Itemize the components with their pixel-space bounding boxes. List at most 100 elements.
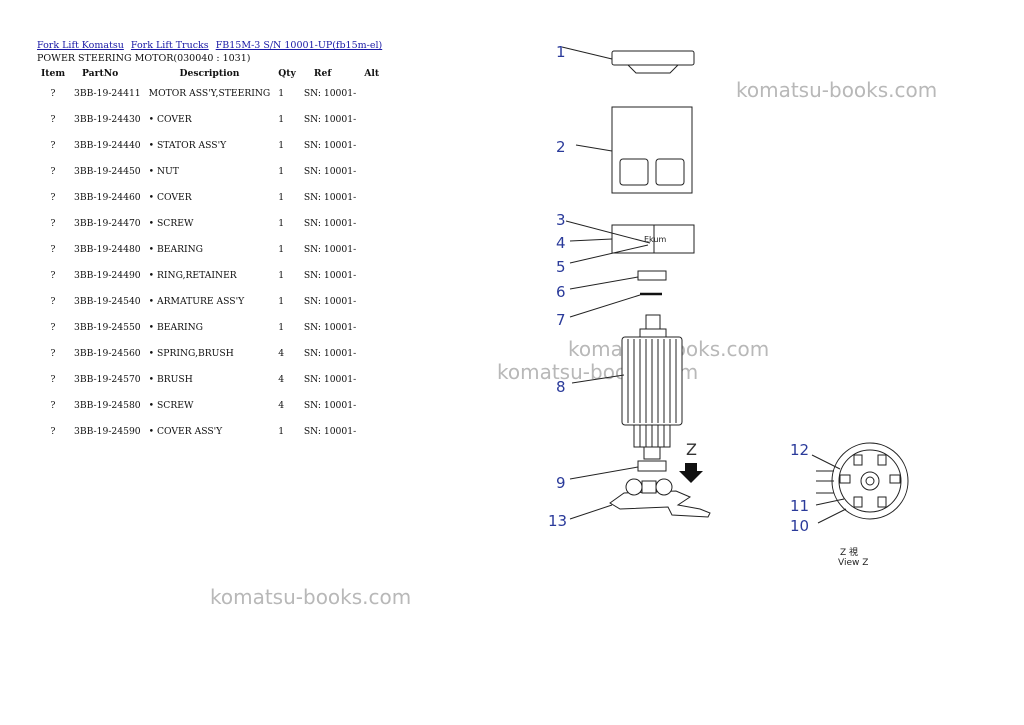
cell-qty: 1 [278, 425, 285, 437]
breadcrumb-link-model[interactable]: FB15M-3 S/N 10001-UP(fb15m-el) [215, 40, 383, 51]
watermark: komatsu-books.com [210, 585, 412, 609]
cell-ref: SN: 10001- [303, 243, 357, 255]
cell-ref: SN: 10001- [303, 373, 357, 385]
part-stator [611, 106, 693, 194]
cell-alt [360, 366, 383, 392]
cell-description: MOTOR ASS'Y,STEERING [148, 87, 271, 99]
cell-partno: 3BB-19-24480 [74, 243, 141, 255]
exploded-parts-diagram: Ekum Z [548, 43, 909, 568]
cell-description: • BEARING [148, 321, 204, 333]
cell-description: • SPRING,BRUSH [148, 347, 234, 359]
cell-alt [360, 288, 383, 314]
cell-qty: 1 [278, 191, 285, 203]
cell-description: • ARMATURE ASS'Y [148, 295, 245, 307]
cell-description: • SCREW [148, 217, 194, 229]
cell-description: • STATOR ASS'Y [148, 139, 227, 151]
cell-description: • COVER ASS'Y [148, 425, 223, 437]
table-row: ? 3BB-19-24540 • ARMATURE ASS'Y 1 SN: 10001- [36, 288, 383, 314]
breadcrumb: Fork Lift Komatsu Fork Lift Trucks FB15M… [37, 40, 386, 51]
cell-partno: 3BB-19-24411 [74, 87, 141, 99]
cell-description: • BEARING [148, 243, 204, 255]
cell-qty: 1 [278, 87, 285, 99]
cell-alt [360, 184, 383, 210]
callout-8: 8 [556, 378, 566, 396]
view-label: View Z [838, 558, 868, 568]
arrow-label: Z [686, 440, 697, 459]
callout-11: 11 [790, 497, 809, 515]
cell-ref: SN: 10001- [303, 425, 357, 437]
callout-6: 6 [556, 283, 566, 301]
cell-partno: 3BB-19-24450 [74, 165, 141, 177]
cell-alt [360, 158, 383, 184]
cell-qty: 1 [278, 269, 285, 281]
cell-alt [360, 210, 383, 236]
header-alt: Alt [364, 67, 380, 79]
header-qty: Qty [278, 67, 296, 79]
cell-qty: 1 [278, 295, 285, 307]
cell-qty: 1 [278, 217, 285, 229]
svg-text:Ekum: Ekum [644, 235, 667, 244]
callout-2: 2 [556, 138, 566, 156]
cell-qty: 1 [278, 243, 285, 255]
cell-item: ? [50, 425, 56, 437]
cell-alt [360, 392, 383, 418]
callout-10: 10 [790, 517, 809, 535]
cell-item: ? [50, 87, 56, 99]
table-header-row: Item PartNo Description Qty Ref Alt [36, 66, 383, 80]
cell-ref: SN: 10001- [303, 321, 357, 333]
cell-qty: 4 [278, 347, 285, 359]
cell-item: ? [50, 165, 56, 177]
table-row: ? 3BB-19-24590 • COVER ASS'Y 1 SN: 10001- [36, 418, 383, 444]
cell-ref: SN: 10001- [303, 87, 357, 99]
cell-alt [360, 236, 383, 262]
cell-partno: 3BB-19-24540 [74, 295, 141, 307]
part-cover-small: Ekum [611, 224, 695, 254]
part-view-z [816, 442, 909, 520]
cell-item: ? [50, 139, 56, 151]
cell-item: ? [50, 269, 56, 281]
cell-qty: 1 [278, 113, 285, 125]
header-partno: PartNo [82, 67, 119, 79]
cell-qty: 1 [278, 139, 285, 151]
cell-partno: 3BB-19-24470 [74, 217, 141, 229]
cell-alt [360, 340, 383, 366]
cell-partno: 3BB-19-24590 [74, 425, 141, 437]
cell-ref: SN: 10001- [303, 295, 357, 307]
cell-item: ? [50, 217, 56, 229]
header-ref: Ref [313, 67, 332, 79]
cell-alt [360, 262, 383, 288]
cell-partno: 3BB-19-24440 [74, 139, 141, 151]
cell-item: ? [50, 295, 56, 307]
cell-item: ? [50, 347, 56, 359]
cell-alt [360, 418, 383, 444]
cell-alt [360, 106, 383, 132]
cell-item: ? [50, 399, 56, 411]
breadcrumb-link-forklift-trucks[interactable]: Fork Lift Trucks [130, 40, 209, 51]
cell-description: • SCREW [148, 399, 194, 411]
cell-ref: SN: 10001- [303, 217, 357, 229]
callout-5: 5 [556, 258, 566, 276]
watermark: komatsu-books.com [736, 78, 938, 102]
callout-1: 1 [556, 43, 566, 61]
cell-partno: 3BB-19-24490 [74, 269, 141, 281]
page-subtitle: POWER STEERING MOTOR(030040 : 1031) [37, 53, 251, 64]
cell-item: ? [50, 191, 56, 203]
cell-description: • BRUSH [148, 373, 193, 385]
cell-item: ? [50, 321, 56, 333]
callout-12: 12 [790, 441, 809, 459]
cell-item: ? [50, 113, 56, 125]
cell-description: • COVER [148, 113, 192, 125]
breadcrumb-link-forklift-komatsu[interactable]: Fork Lift Komatsu [37, 40, 124, 51]
cell-qty: 1 [278, 165, 285, 177]
cell-ref: SN: 10001- [303, 191, 357, 203]
cell-partno: 3BB-19-24570 [74, 373, 141, 385]
header-description: Description [179, 67, 240, 79]
view-arrow-icon [679, 463, 703, 483]
